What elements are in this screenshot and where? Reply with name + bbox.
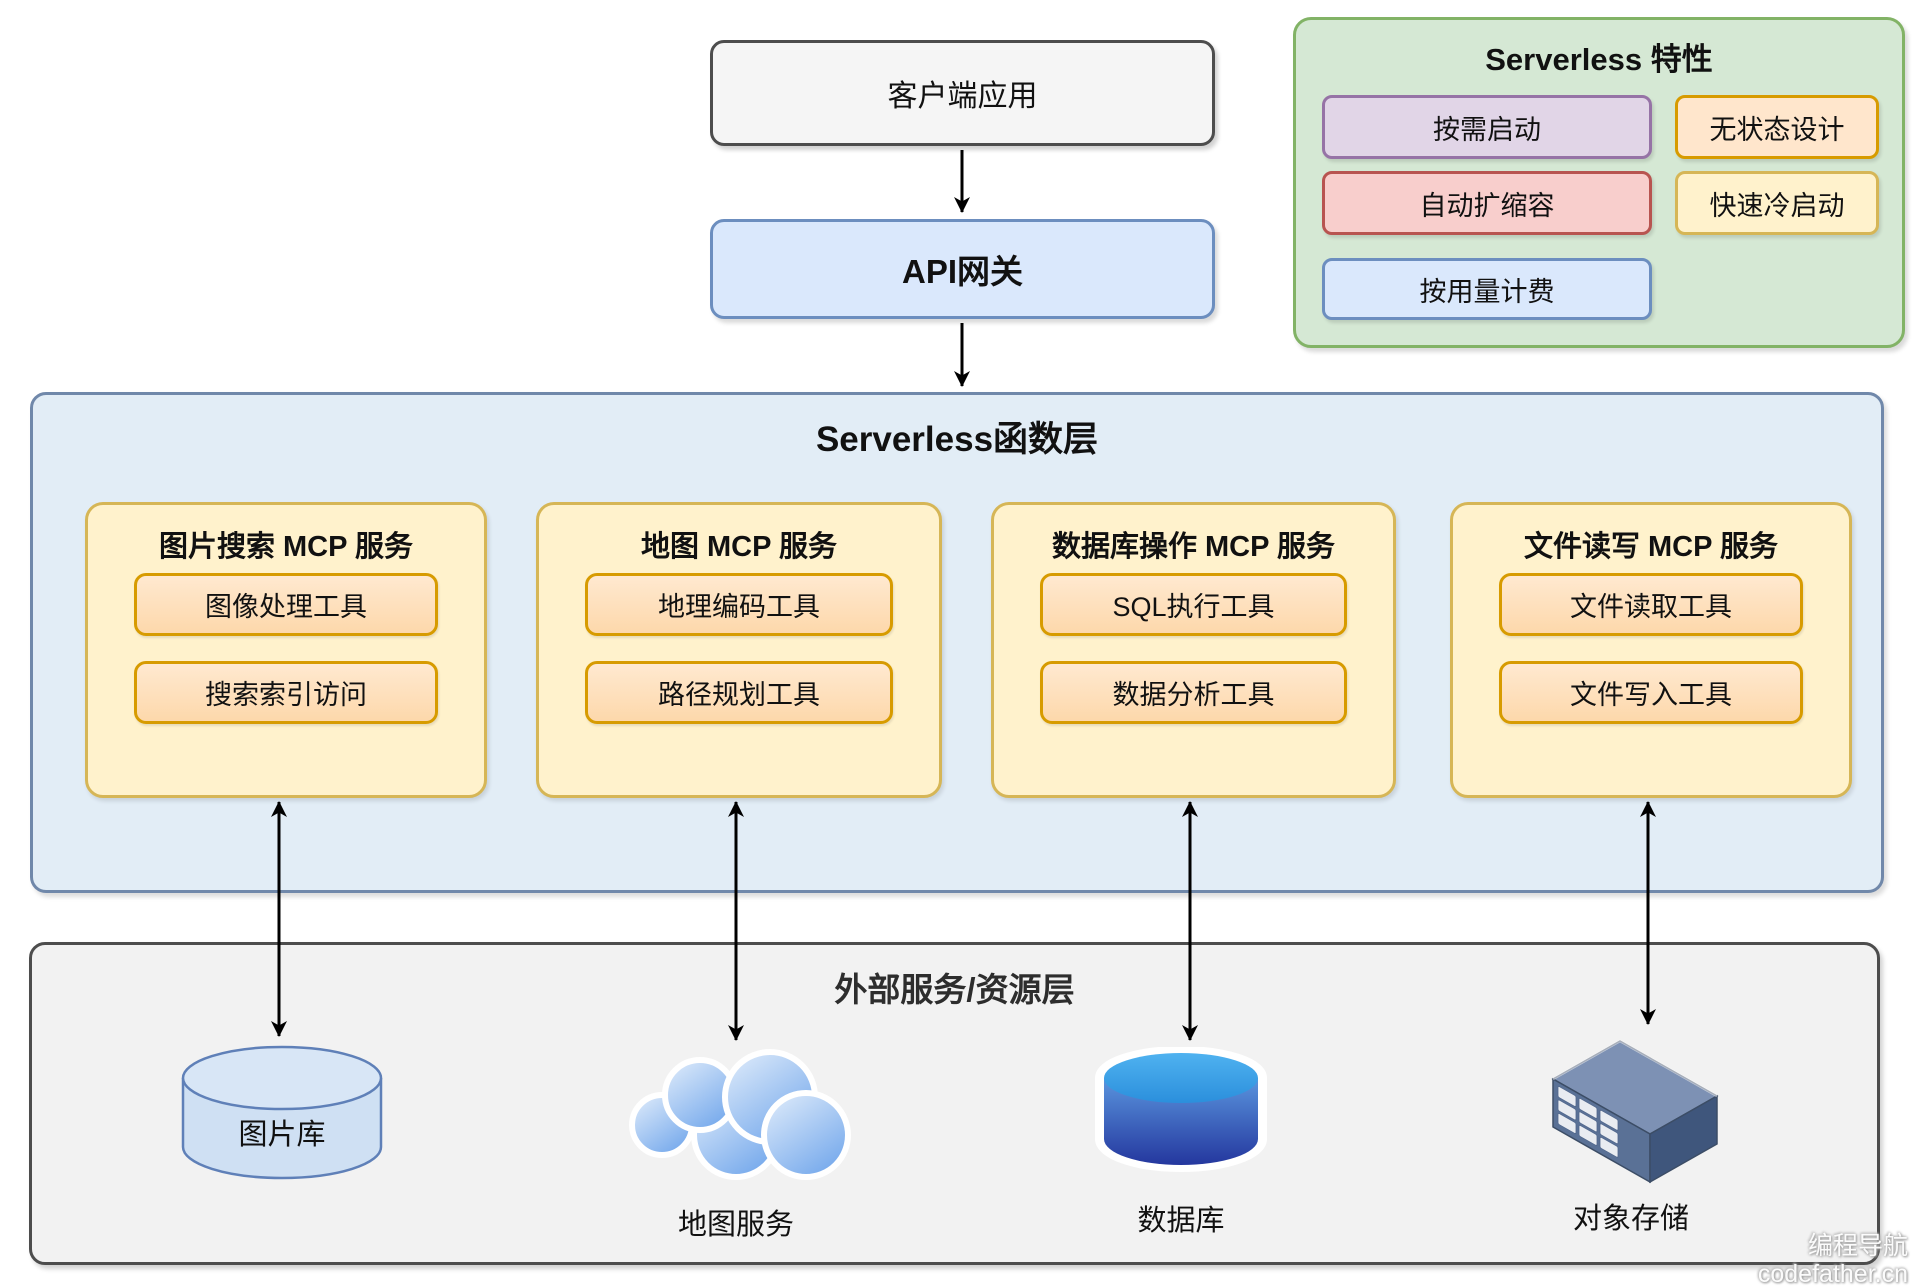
- feature-chip-label: 按用量计费: [1419, 276, 1555, 307]
- serverless-function-layer-panel: Serverless函数层 图片搜索 MCP 服务 图像处理工具 搜索索引访问 …: [30, 392, 1884, 893]
- tool-chip: 文件读取工具: [1499, 573, 1803, 636]
- tool-chip-label: SQL执行工具: [1112, 592, 1275, 622]
- feature-chip-pay-per-use: 按用量计费: [1322, 258, 1652, 320]
- mcp-service-title: 文件读写 MCP 服务: [1523, 531, 1779, 563]
- mcp-service-card-image-search: 图片搜索 MCP 服务 图像处理工具 搜索索引访问: [85, 502, 487, 798]
- client-application-label: 客户端应用: [887, 80, 1038, 113]
- resource-label-image-library: 图片库: [238, 1119, 326, 1151]
- mcp-service-card-map: 地图 MCP 服务 地理编码工具 路径规划工具: [536, 502, 942, 798]
- tool-chip: 地理编码工具: [585, 573, 893, 636]
- tool-chip-label: 搜索索引访问: [205, 680, 367, 710]
- tool-chip-label: 路径规划工具: [658, 680, 820, 710]
- tool-chip: 图像处理工具: [134, 573, 438, 636]
- tool-chip: 数据分析工具: [1040, 661, 1347, 724]
- feature-chip-label: 自动扩缩容: [1419, 190, 1555, 221]
- resource-label-database: 数据库: [1137, 1205, 1225, 1237]
- tool-chip-label: 数据分析工具: [1112, 680, 1275, 710]
- tool-chip: 路径规划工具: [585, 661, 893, 724]
- resource-label-map-service: 地图服务: [677, 1209, 794, 1241]
- feature-chip-label: 无状态设计: [1709, 114, 1845, 145]
- tool-chip: 文件写入工具: [1499, 661, 1803, 724]
- image-library-cylinder-icon: [181, 1045, 383, 1180]
- feature-chip-fast-cold-start: 快速冷启动: [1675, 171, 1879, 235]
- database-cylinder-icon: [1095, 1047, 1267, 1172]
- feature-chip-label: 按需启动: [1433, 114, 1541, 145]
- mcp-service-card-database-ops: 数据库操作 MCP 服务 SQL执行工具 数据分析工具: [991, 502, 1396, 798]
- serverless-features-panel: Serverless 特性 按需启动 无状态设计 自动扩缩容 快速冷启动 按用量…: [1293, 17, 1905, 348]
- resource-label-object-storage: 对象存储: [1572, 1203, 1689, 1235]
- tool-chip-label: 地理编码工具: [658, 592, 820, 622]
- mcp-service-title: 数据库操作 MCP 服务: [1051, 531, 1336, 563]
- tool-chip-label: 图像处理工具: [205, 592, 367, 622]
- client-application-box: 客户端应用: [710, 40, 1215, 146]
- function-layer-title: Serverless函数层: [815, 420, 1099, 459]
- api-gateway-box: API网关: [710, 219, 1215, 319]
- external-layer-title: 外部服务/资源层: [834, 971, 1075, 1008]
- features-panel-title: Serverless 特性: [1485, 42, 1713, 77]
- mcp-service-title: 地图 MCP 服务: [640, 531, 838, 563]
- feature-chip-auto-scaling: 自动扩缩容: [1322, 171, 1652, 235]
- tool-chip-label: 文件读取工具: [1570, 592, 1732, 622]
- watermark: 编程导航 codefather.cn: [1758, 1232, 1908, 1288]
- tool-chip-label: 文件写入工具: [1570, 680, 1732, 710]
- api-gateway-label: API网关: [901, 253, 1023, 290]
- feature-chip-label: 快速冷启动: [1709, 190, 1845, 221]
- watermark-line2: codefather.cn: [1757, 1260, 1908, 1288]
- feature-chip-on-demand-start: 按需启动: [1322, 95, 1652, 159]
- tool-chip: SQL执行工具: [1040, 573, 1347, 636]
- tool-chip: 搜索索引访问: [134, 661, 438, 724]
- mcp-service-title: 图片搜索 MCP 服务: [158, 531, 414, 563]
- map-service-cloud-icon: [629, 1049, 851, 1180]
- mcp-service-card-file-rw: 文件读写 MCP 服务 文件读取工具 文件写入工具: [1450, 502, 1852, 798]
- watermark-line1: 编程导航: [1807, 1232, 1908, 1260]
- object-storage-box-icon: [1551, 1039, 1719, 1184]
- external-resource-layer-panel: 外部服务/资源层 图片库 地图服务: [29, 942, 1880, 1265]
- feature-chip-stateless-design: 无状态设计: [1675, 95, 1879, 159]
